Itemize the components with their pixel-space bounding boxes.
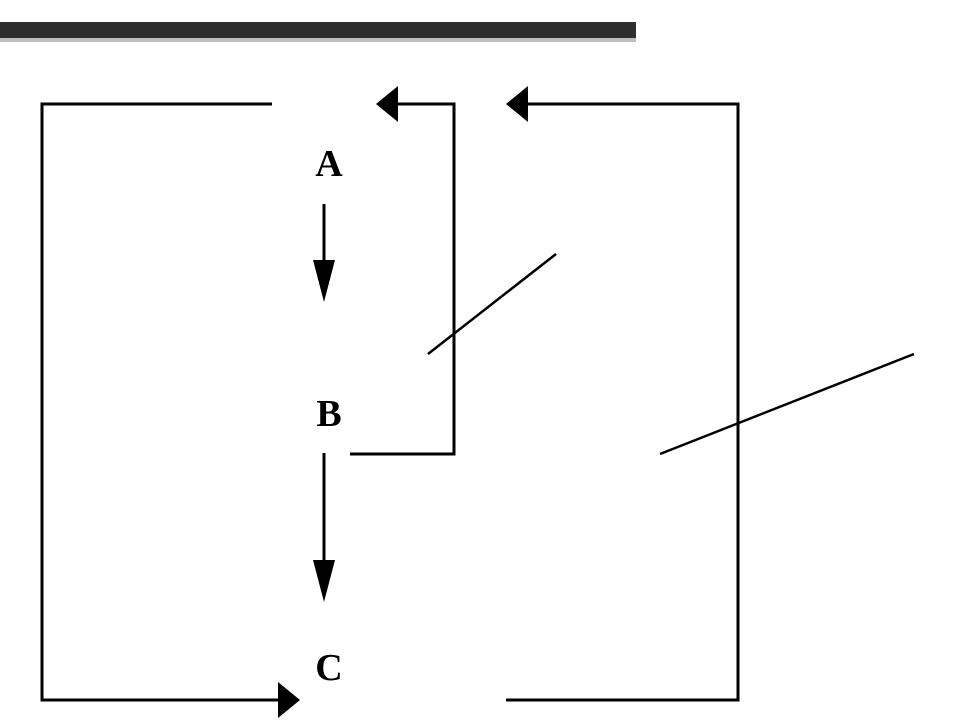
arrow-a-to-b [313,204,335,302]
pointer-line-inner-loop [427,253,557,355]
feedback-loop-b-to-a [350,86,456,456]
node-a-label: A [315,143,343,185]
feedback-loop-c-to-a [506,86,740,702]
feedforward-loop-a-to-c [40,102,300,718]
pointer-line-outer-loop [659,352,915,456]
header-text-scribble [0,22,636,42]
feedforward-loop-a-to-c-head [278,682,300,718]
node-c-label: C [315,647,342,689]
arrow-a-to-b-head [313,260,335,302]
node-b-label: B [316,393,341,435]
arrow-b-to-c-head [313,560,335,602]
arrow-b-to-c [313,453,335,602]
feedback-loop-b-to-a-head [376,86,398,122]
feedback-loop-c-to-a-head [506,86,528,122]
